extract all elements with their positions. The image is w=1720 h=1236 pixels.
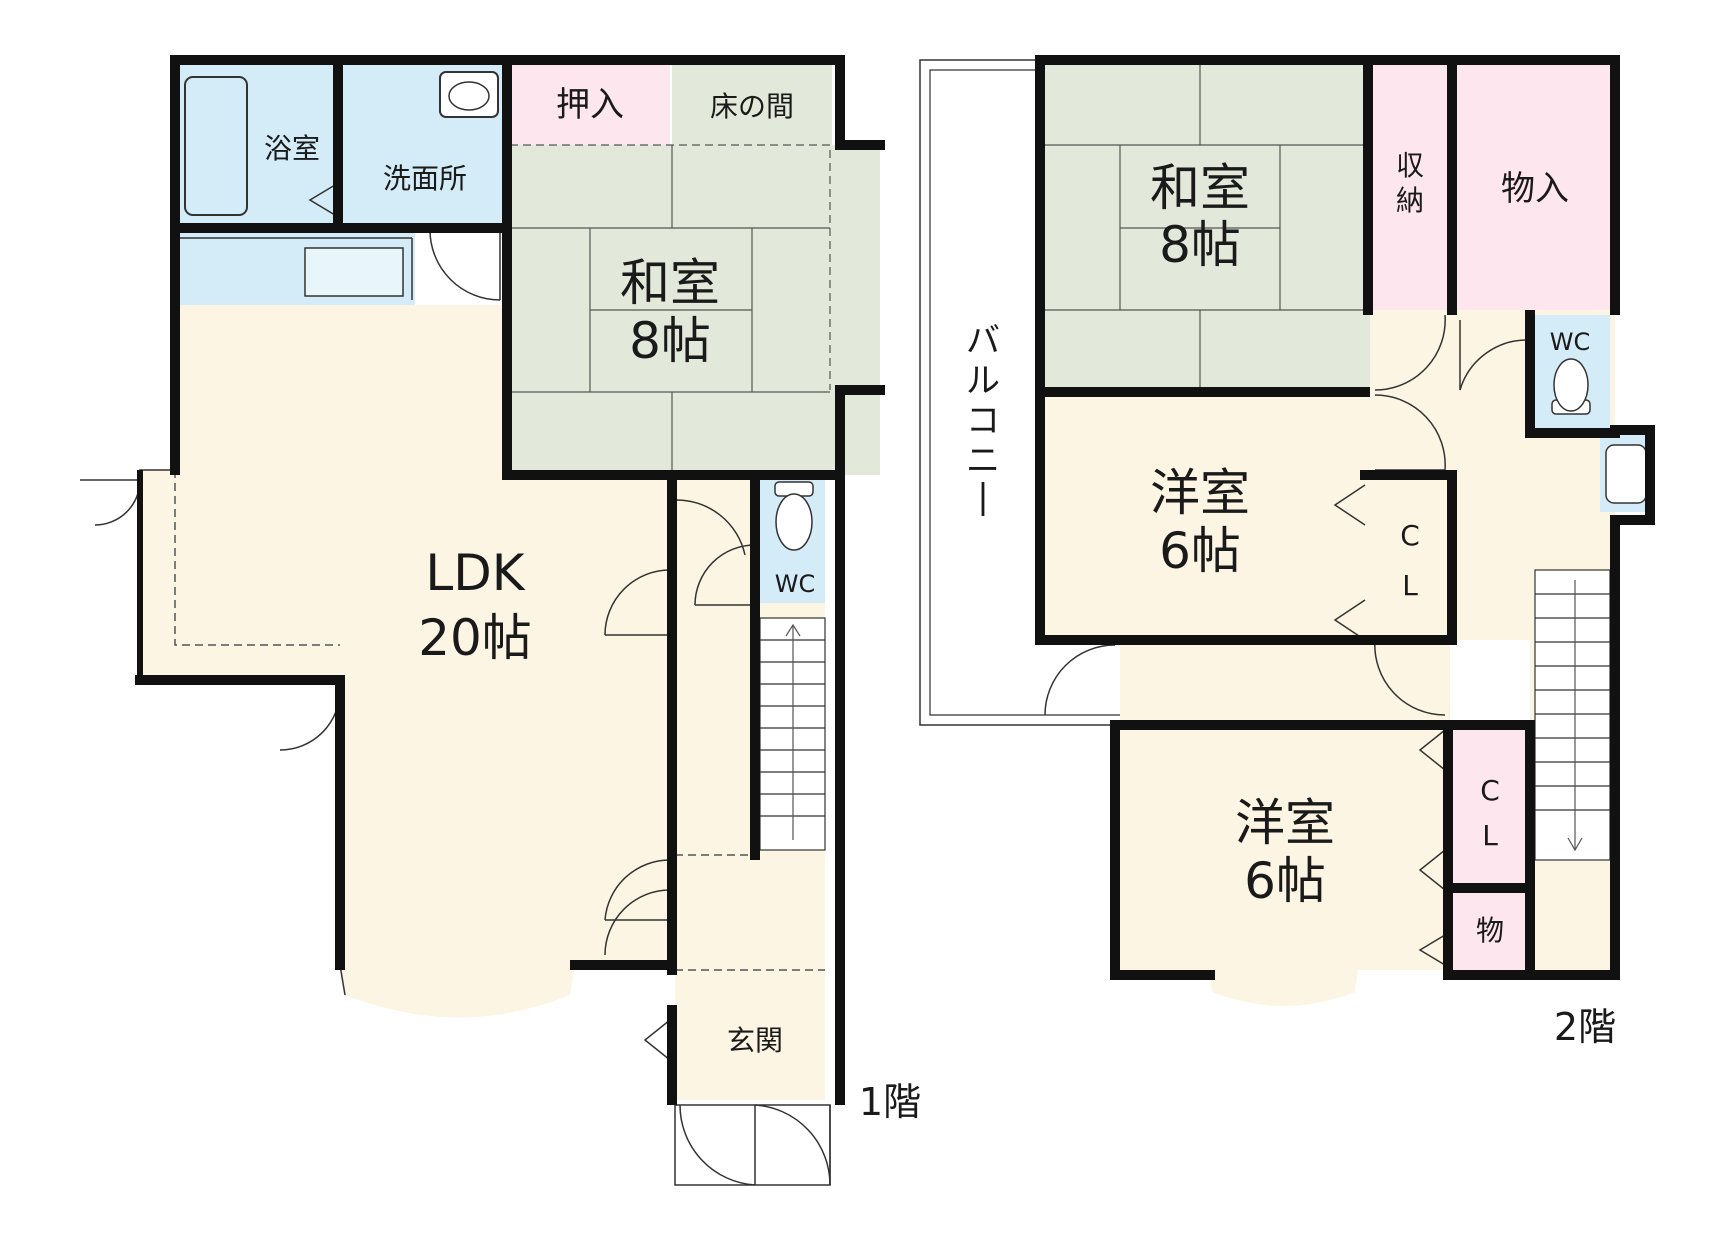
- washitsu-1f-name: 和室: [620, 254, 720, 312]
- washitsu-2f-size: 8帖: [1159, 216, 1241, 274]
- storage-a-label-2: 納: [1396, 184, 1424, 217]
- youshitsu-1-name: 洋室: [1150, 464, 1250, 522]
- ldk-room: [140, 305, 670, 965]
- small-storage-room: [1450, 890, 1530, 970]
- walls-2f: [1035, 55, 1655, 980]
- alcove-room: [672, 65, 832, 145]
- balcony-char-1: バ: [966, 321, 1000, 361]
- wc-1f-label: WC: [775, 570, 816, 598]
- storage-b-label: 物入: [1501, 169, 1569, 209]
- storage-room-a: [1370, 65, 1450, 310]
- floor-1: 浴室 洗面所 押入 床の間 和室 8帖 LDK 20帖 WC 玄関 1階: [80, 55, 921, 1186]
- bathtub: [184, 76, 248, 216]
- cl-1-label-c: C: [1400, 519, 1420, 552]
- youshitsu-2-name: 洋室: [1235, 794, 1335, 852]
- closet-label: 押入: [556, 85, 624, 125]
- alcove-label: 床の間: [710, 90, 794, 123]
- balcony-char-3: コ: [966, 401, 1000, 441]
- balcony-outline: [919, 59, 1120, 726]
- washbasin-2f: [1605, 444, 1647, 504]
- storage-room-b: [1455, 65, 1615, 310]
- youshitsu-room-2: [1120, 725, 1450, 970]
- cl-2-label-l: L: [1482, 819, 1498, 852]
- cl-2-label-c: C: [1480, 774, 1500, 807]
- veranda-1f: [830, 150, 880, 390]
- small-storage-label: 物: [1476, 914, 1504, 947]
- floor-1-label: 1階: [859, 1080, 921, 1124]
- balcony-char-4: ニ: [966, 441, 1000, 481]
- storage-a-label-1: 収: [1396, 149, 1424, 182]
- floor-2-label: 2階: [1554, 1005, 1616, 1049]
- bay-window-ldk: [340, 965, 575, 1018]
- ldk-name: LDK: [425, 544, 525, 602]
- entrance-room: [675, 970, 825, 1100]
- youshitsu-1-size: 6帖: [1159, 522, 1241, 580]
- cl-1-label-l: L: [1402, 569, 1418, 602]
- stairs-2f: [1534, 569, 1611, 861]
- ldk-size: 20帖: [418, 609, 532, 667]
- washitsu-1f-size: 8帖: [629, 312, 711, 370]
- stairs-1f: [759, 617, 826, 851]
- washitsu-2f-name: 和室: [1150, 159, 1250, 217]
- kitchen-sink: [304, 247, 404, 297]
- toilet-bowl-1f: [775, 493, 813, 551]
- door-swings-1f: [80, 229, 831, 1186]
- bay-window-2f: [1210, 970, 1358, 1006]
- wc-2f-label: WC: [1550, 328, 1591, 356]
- cl-room-2: [1450, 725, 1530, 885]
- balcony-char-5: |: [977, 477, 988, 517]
- balcony-char-2: ル: [966, 361, 1000, 401]
- floor-2: 和室 8帖 収 納 物入 WC 洋室 6帖 C L 洋室 6帖 C L 物 バ …: [919, 55, 1655, 1049]
- entrance-label: 玄関: [727, 1024, 783, 1057]
- door-swings-2f: [1044, 314, 1531, 966]
- youshitsu-room-1: [1040, 395, 1370, 640]
- hall-2f-lower: [1120, 640, 1450, 720]
- tatami-lines-1f: [510, 144, 832, 475]
- walls-1f: [135, 55, 885, 1105]
- closet-room: [510, 65, 670, 145]
- washroom-label: 洗面所: [383, 162, 467, 195]
- youshitsu-2-size: 6帖: [1244, 852, 1326, 910]
- toilet-bowl-2f: [1553, 358, 1589, 412]
- bath-label: 浴室: [264, 132, 320, 165]
